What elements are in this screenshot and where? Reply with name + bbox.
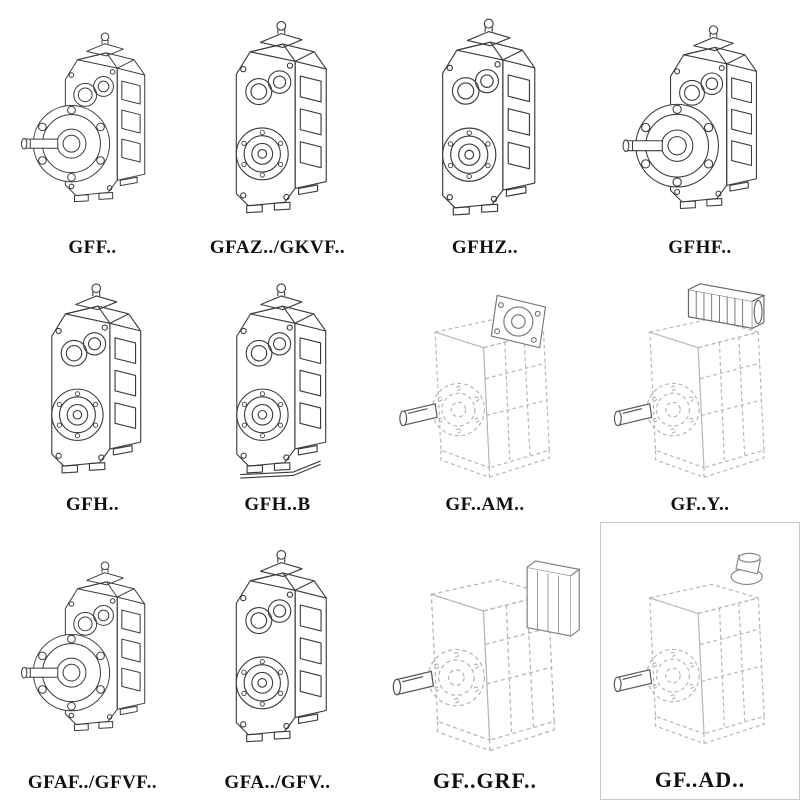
model-label: GF..AD.. xyxy=(654,767,746,792)
model-label: GF..Y.. xyxy=(670,494,730,515)
gearbox-drawing xyxy=(2,269,183,492)
gearbox-drawing xyxy=(2,4,183,235)
gearbox-foot-mounted-icon xyxy=(235,283,326,479)
gearbox-flange-shaft-icon xyxy=(20,32,145,203)
gearbox-hollow-shaft-icon xyxy=(235,549,327,742)
gearbox-cell-gff: GFF.. xyxy=(0,0,185,265)
gearbox-motor-mounted-icon xyxy=(613,283,765,478)
gearbox-cell-gf-ad: GF..AD.. xyxy=(600,522,800,800)
model-label: GFH..B xyxy=(244,494,311,515)
model-label: GF..AM.. xyxy=(445,494,525,515)
gearbox-cell-gfhf: GFHF.. xyxy=(600,0,800,265)
gearbox-cell-gfhz: GFHZ.. xyxy=(370,0,600,265)
model-label: GFF.. xyxy=(68,237,117,258)
gearbox-drawing xyxy=(372,4,598,235)
model-label: GFHZ.. xyxy=(451,237,519,258)
gearbox-drawing xyxy=(187,4,368,235)
gearbox-drawing xyxy=(602,269,798,492)
model-label: GF..GRF.. xyxy=(433,768,537,793)
gearbox-flange-shaft-icon xyxy=(622,25,757,210)
gearbox-hollow-shaft-icon xyxy=(441,18,536,216)
gearbox-drawing xyxy=(187,269,368,492)
model-label: GFAZ../GKVF.. xyxy=(209,237,346,258)
gearbox-hollow-shaft-icon xyxy=(235,21,327,214)
gearbox-cell-gf-grf: GF..GRF.. xyxy=(370,522,600,800)
gearbox-adapter-flange-icon xyxy=(398,294,550,478)
gearbox-drawing xyxy=(2,526,183,770)
gearbox-hollow-shaft-icon xyxy=(50,283,141,474)
model-label: GFH.. xyxy=(65,494,120,515)
gearbox-input-adapter-icon xyxy=(613,552,765,744)
gearbox-cell-gfaf-gfvf: GFAF../GFVF.. xyxy=(0,522,185,800)
gearbox-cell-gfaz-gkvf: GFAZ../GKVF.. xyxy=(185,0,370,265)
gearbox-cell-gf-am: GF..AM.. xyxy=(370,265,600,522)
gearbox-flange-shaft-icon xyxy=(20,561,145,731)
gearbox-cover-box-icon xyxy=(392,559,580,751)
model-label: GFHF.. xyxy=(668,237,732,258)
gearbox-cell-gfh: GFH.. xyxy=(0,265,185,522)
gearbox-drawing xyxy=(603,527,797,765)
gearbox-drawing xyxy=(372,269,598,492)
gearbox-cell-gfa-gfv: GFA../GFV.. xyxy=(185,522,370,800)
gearbox-drawing xyxy=(187,526,368,770)
gearbox-cell-gf-y: GF..Y.. xyxy=(600,265,800,522)
gearbox-drawing xyxy=(372,526,598,766)
gearbox-cell-gfh-b: GFH..B xyxy=(185,265,370,522)
gearbox-drawing xyxy=(602,4,798,235)
model-label: GFA../GFV.. xyxy=(224,772,331,793)
model-label: GFAF../GFVF.. xyxy=(27,772,158,793)
